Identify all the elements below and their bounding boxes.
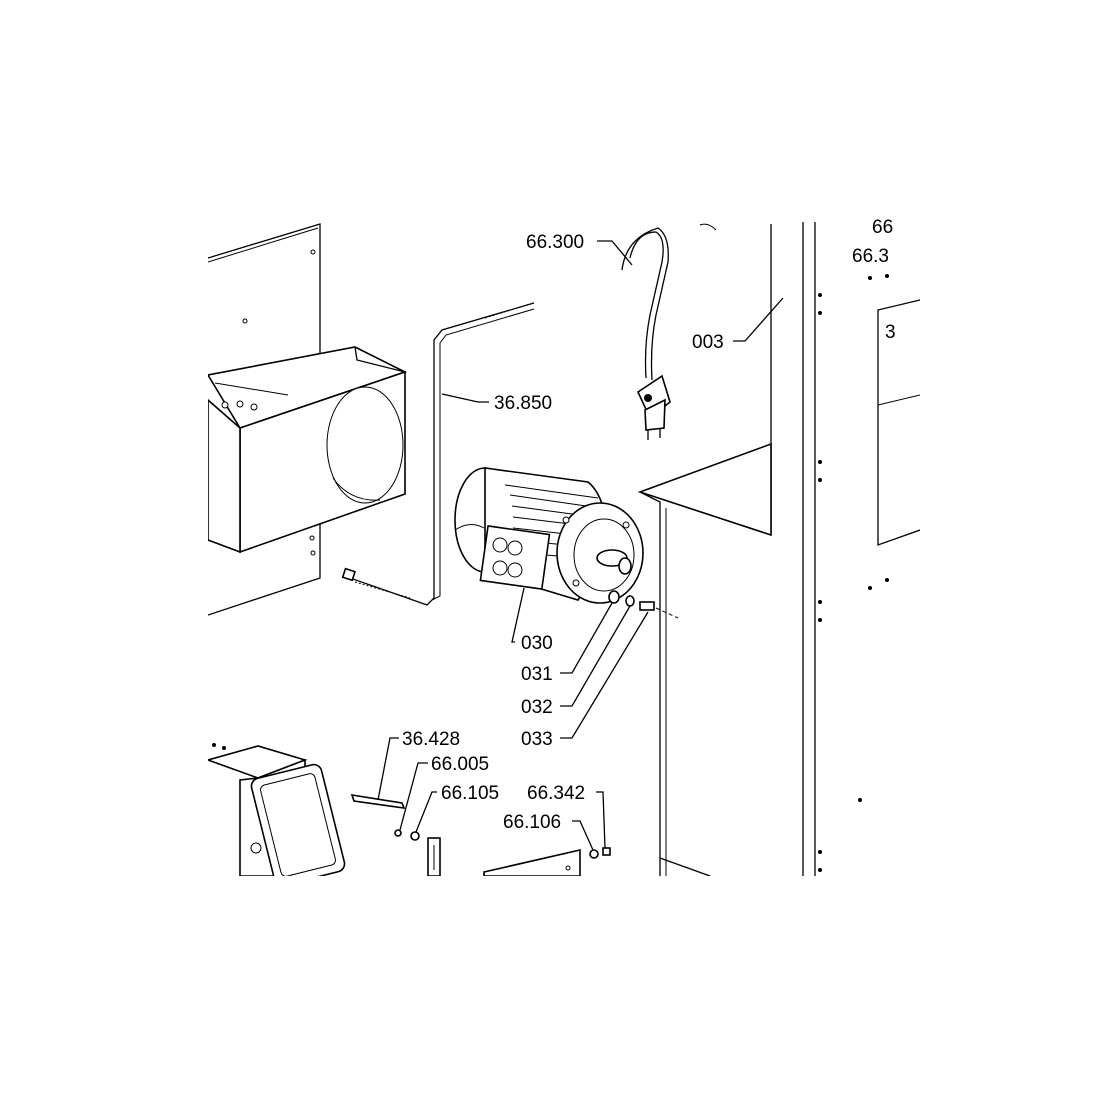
washers-and-screw (608, 590, 679, 619)
leader-lines (377, 240, 784, 851)
label-003: 003 (692, 332, 724, 353)
label-032: 032 (521, 697, 553, 718)
label-66-005: 66.005 (431, 754, 489, 775)
label-66-partial: 66 (872, 217, 893, 238)
label-36-850: 36.850 (494, 393, 552, 414)
bottom-plate (483, 847, 611, 876)
bottom-left-box (208, 743, 346, 876)
power-cable-66-300 (621, 223, 717, 440)
label-66-105: 66.105 (441, 783, 499, 804)
fan-housing-box (208, 346, 408, 554)
label-66-342: 66.342 (527, 783, 585, 804)
label-031: 031 (521, 664, 553, 685)
pin-screw-washer-set (350, 794, 441, 876)
vertical-sheet-003 (637, 222, 862, 876)
label-030: 030 (521, 633, 553, 654)
right-panel-cut (868, 274, 920, 590)
label-66-106: 66.106 (503, 812, 561, 833)
motor-030 (454, 467, 644, 604)
label-66-300: 66.300 (526, 232, 584, 253)
label-3-partial: 3 (885, 322, 896, 343)
label-36-428: 36.428 (402, 729, 460, 750)
threaded-rod-36-850 (341, 302, 535, 606)
label-033: 033 (521, 729, 553, 750)
label-66-3-partial: 66.3 (852, 246, 889, 267)
